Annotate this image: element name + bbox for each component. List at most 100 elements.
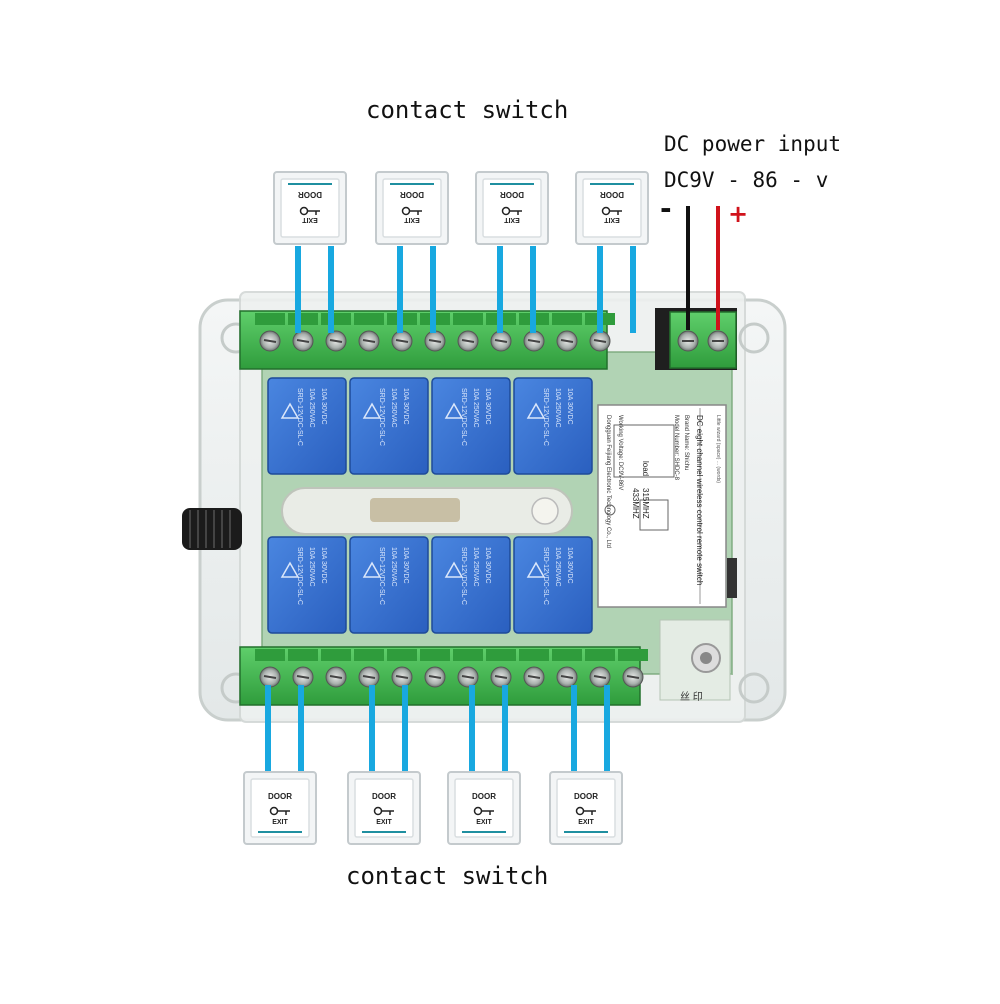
- relay-rating-text: 10A 250VAC: [554, 388, 561, 428]
- key-icon: [501, 206, 511, 216]
- key-icon: [299, 206, 309, 216]
- screw-slot: [428, 675, 442, 679]
- relay-rating-text: 10A 30VDC: [484, 388, 491, 425]
- relay: SRD-12VDC-SL-C 10A 250VAC 10A 30VDC: [267, 536, 347, 634]
- label-card-maker: Dongguan Feijiang Electronic Technology …: [605, 415, 611, 548]
- switch-label-exit: EXIT: [376, 819, 392, 826]
- top-caption: contact switch: [366, 96, 568, 124]
- terminal-ridge: [552, 649, 582, 661]
- terminal-ridge: [486, 649, 516, 661]
- relay-rating-text: 10A 250VAC: [472, 547, 479, 587]
- relay-body: [431, 377, 511, 475]
- label-card-model: Model Number: SHDC-8: [673, 415, 679, 481]
- terminal-ridge: [453, 313, 483, 325]
- switch-label-exit: EXIT: [603, 216, 619, 223]
- switch-label-door: DOOR: [600, 190, 624, 199]
- terminal-row-bottom: [239, 646, 648, 706]
- terminal-ridge: [321, 649, 351, 661]
- relay-model-text: SRD-12VDC-SL-C: [542, 388, 549, 446]
- screw-slot: [362, 339, 376, 343]
- relay-rating-text: 10A 30VDC: [566, 388, 573, 425]
- terminal-ridge: [420, 649, 450, 661]
- screw-slot: [263, 675, 277, 679]
- key-icon: [575, 806, 585, 816]
- terminal-ridge: [552, 313, 582, 325]
- door-exit-switch: DOOR EXIT: [475, 171, 549, 245]
- switch-label-door: DOOR: [500, 190, 524, 199]
- screw-slot: [461, 339, 475, 343]
- terminal-ridge: [255, 649, 285, 661]
- screw-slot: [593, 339, 607, 343]
- label-card-freq2: 433MHZ: [631, 488, 640, 519]
- screw-slot: [395, 675, 409, 679]
- relay-warning-icon: [280, 561, 300, 578]
- label-card-voltage: Working Voltage: DC9V-86V: [617, 415, 623, 490]
- screw-slot: [560, 675, 574, 679]
- relay-warning-icon: [444, 561, 464, 578]
- relay-body: [349, 377, 429, 475]
- relay-rating-text: 10A 30VDC: [402, 547, 409, 584]
- switch-label-exit: EXIT: [503, 216, 519, 223]
- switch-label-door: DOOR: [372, 792, 396, 801]
- terminal-ridge: [519, 649, 549, 661]
- switch-button: [582, 178, 642, 238]
- door-exit-switch: DOOR EXIT: [273, 171, 347, 245]
- relay-model-text: SRD-12VDC-SL-C: [460, 388, 467, 446]
- terminal-ridge: [288, 313, 318, 325]
- switch-label-door: DOOR: [472, 792, 496, 801]
- screw-slot: [560, 339, 574, 343]
- switch-label-exit: EXIT: [578, 819, 594, 826]
- screw-slot: [626, 675, 640, 679]
- relay-model-text: SRD-12VDC-SL-C: [378, 547, 385, 605]
- relay-body: [267, 377, 347, 475]
- switch-button: [454, 778, 514, 838]
- relay-rating-text: 10A 30VDC: [402, 388, 409, 425]
- switch-label-exit: EXIT: [403, 216, 419, 223]
- screw-slot: [395, 339, 409, 343]
- plus-sign: +: [728, 200, 748, 228]
- key-icon: [473, 806, 483, 816]
- switch-label-door: DOOR: [298, 190, 322, 199]
- product-label-card: DC eight channel wireless control remote…: [597, 404, 727, 608]
- terminal-ridge: [387, 649, 417, 661]
- power-wires: [686, 206, 720, 330]
- relay-rating-text: 10A 30VDC: [320, 547, 327, 584]
- switch-label-exit: EXIT: [272, 819, 288, 826]
- relay-body: [349, 536, 429, 634]
- switch-label-exit: EXIT: [476, 819, 492, 826]
- door-exit-switch: DOOR EXIT: [447, 771, 521, 845]
- terminal-ridge: [354, 649, 384, 661]
- relay-warning-icon: [280, 402, 300, 419]
- relay-model-text: SRD-12VDC-SL-C: [542, 547, 549, 605]
- switch-button: [280, 178, 340, 238]
- relay-group: SRD-12VDC-SL-C 10A 250VAC 10A 30VDC SRD-12V…: [267, 377, 593, 634]
- relay-rating-text: 10A 30VDC: [566, 547, 573, 584]
- relay-model-text: SRD-12VDC-SL-C: [378, 388, 385, 446]
- relay-body: [513, 377, 593, 475]
- switch-button: [556, 778, 616, 838]
- door-exit-switch: DOOR EXIT: [347, 771, 421, 845]
- relay-body: [267, 536, 347, 634]
- relay-model-text: SRD-12VDC-SL-C: [296, 547, 303, 605]
- power-terminal: [655, 308, 737, 370]
- screw-slot: [329, 675, 343, 679]
- terminal-ridge: [321, 313, 351, 325]
- pcb-silk-text: 丝 印: [680, 691, 703, 703]
- wire-group: [265, 246, 636, 772]
- switch-label-exit: EXIT: [301, 216, 317, 223]
- label-card-brand: Brand Name: Shichu: [683, 415, 689, 470]
- switch-button: [482, 178, 542, 238]
- terminal-ridge: [255, 313, 285, 325]
- screw-slot: [494, 339, 508, 343]
- relay-rating-text: 10A 250VAC: [308, 547, 315, 587]
- relay-warning-icon: [526, 402, 546, 419]
- key-icon: [601, 206, 611, 216]
- screw-slot: [461, 675, 475, 679]
